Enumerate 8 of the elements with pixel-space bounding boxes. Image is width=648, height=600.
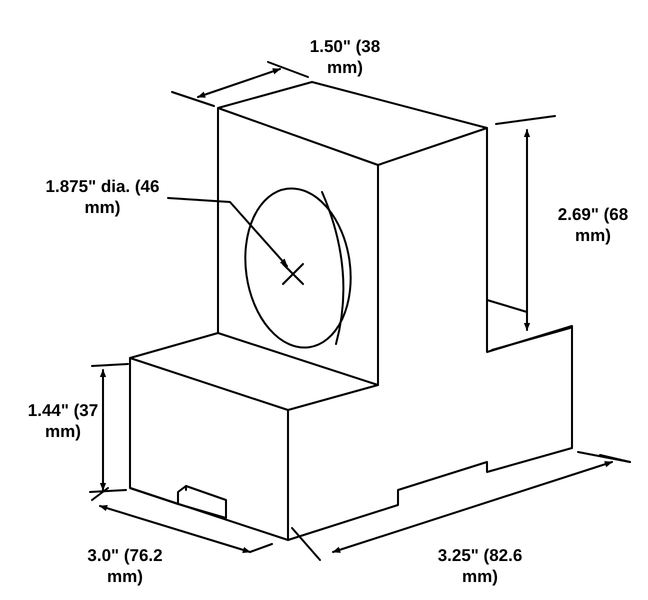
dimension-label: 1.50" (38 mm): [308, 36, 382, 78]
leader-line: [167, 197, 288, 267]
center-mark: [282, 263, 304, 285]
dimension-label: 1.875" dia. (46 mm): [40, 176, 165, 218]
dimension-label: 3.25" (82.6 mm): [436, 545, 524, 587]
dimension-label: 3.0" (76.2 mm): [86, 545, 164, 587]
dimension-label: 1.44" (37 mm): [26, 400, 100, 442]
dimension-label: 2.69" (68 mm): [556, 204, 630, 246]
